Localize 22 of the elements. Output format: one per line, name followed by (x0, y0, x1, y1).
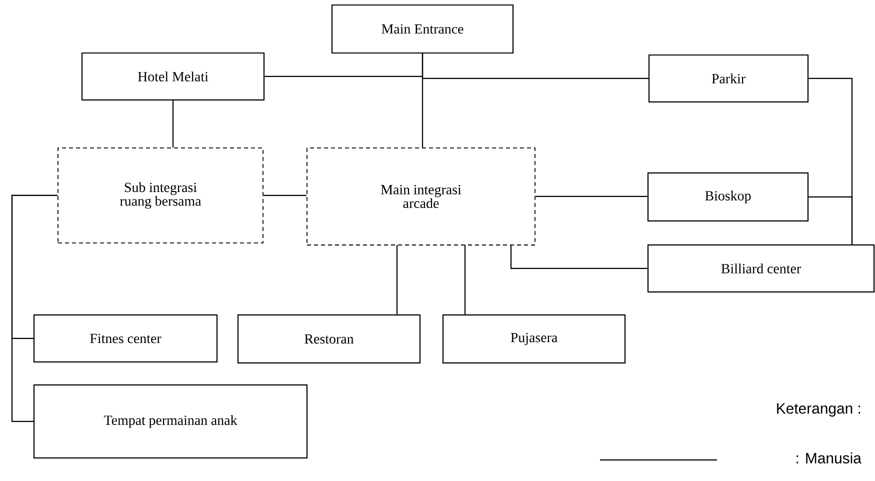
connector-line (510, 244, 648, 270)
room-box: Fitnes center (33, 314, 218, 363)
room-box: Hotel Melati (81, 52, 265, 101)
room-box: Restoran (237, 314, 421, 364)
connector-line (172, 100, 174, 148)
connector-line (264, 194, 306, 196)
room-box: Main Entrance (331, 4, 514, 54)
connector-line (536, 196, 648, 198)
connector-line (422, 54, 424, 148)
room-box: Tempat permainan anak (33, 384, 308, 459)
legend-heading: Keterangan : (777, 403, 860, 417)
connector-line (396, 244, 398, 315)
connector-line (464, 244, 466, 315)
area-box: Main integrasi arcade (306, 148, 536, 246)
room-box: Billiard center (647, 244, 875, 293)
connector-line (11, 194, 58, 422)
room-box: Bioskop (647, 172, 809, 222)
room-box: Parkir (648, 54, 809, 103)
connector-line (808, 196, 853, 245)
legend-text: : Manusia (796, 452, 862, 464)
area-box: Sub integrasi ruang bersama (58, 148, 264, 244)
room-box: Pujasera (442, 314, 626, 364)
